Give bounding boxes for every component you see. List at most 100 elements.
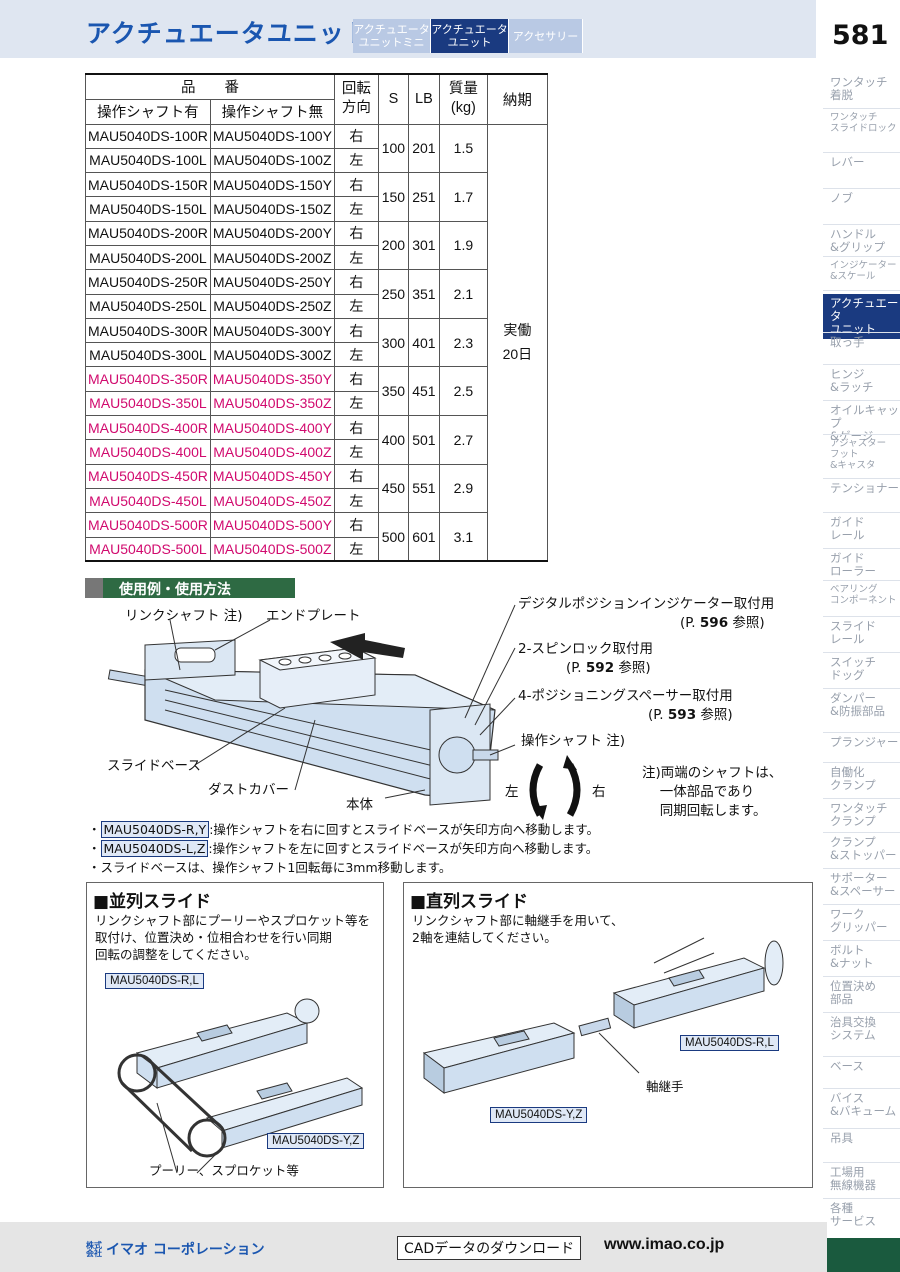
th-mass: 質量 (kg) (438, 73, 488, 125)
cell-rotation: 左 (333, 439, 379, 465)
sidebar-item-24[interactable]: ボルト &ナット (830, 943, 874, 970)
sidebar-item-13[interactable]: ガイド ローラー (830, 551, 876, 578)
sidebar-item-31[interactable]: 各種 サービス (830, 1201, 876, 1228)
tab-accessory[interactable]: アクセサリー (509, 19, 583, 53)
tab-actuator-mini[interactable]: アクチュエータ ユニットミニ (353, 19, 431, 53)
tab-actuator-unit[interactable]: アクチュエータ ユニット (431, 19, 509, 53)
cell-lb: 201 (407, 123, 440, 174)
sidebar-item-0[interactable]: ワンタッチ 着脱 (830, 75, 888, 102)
sidebar-item-12[interactable]: ガイド レール (830, 515, 865, 542)
cell-mass: 1.5 (438, 123, 488, 174)
sidebar-separator (823, 1012, 900, 1013)
sidebar-item-25[interactable]: 位置決め 部品 (830, 979, 876, 1006)
sidebar-item-30[interactable]: 工場用 無線機器 (830, 1165, 876, 1192)
shaft-note: 注)両端のシャフトは、 一体部品であり 同期回転します。 (642, 765, 783, 819)
label-left: 左 (505, 784, 519, 800)
sidebar-item-28[interactable]: バイス &バキューム (830, 1091, 897, 1118)
parallel-illustration (117, 998, 364, 1174)
sidebar-separator (823, 688, 900, 689)
cell-part-without-shaft: MAU5040DS-450Y (209, 463, 335, 489)
sidebar-item-1[interactable]: ワンタッチ スライドロック (830, 112, 897, 134)
sidebar-item-6[interactable]: アクチュエータ ユニット (823, 294, 900, 339)
cell-part-with-shaft: MAU5040DS-250R (85, 269, 211, 295)
cell-mass: 2.9 (438, 463, 488, 514)
actuator-illustration (107, 604, 581, 820)
sidebar-item-9[interactable]: オイルキャップ &ゲージ (830, 403, 899, 443)
cell-rotation: 左 (333, 390, 379, 417)
sidebar-item-2[interactable]: レバー (830, 155, 865, 169)
spec-table: 品 番 回転 方向 S LB 質量 (kg) 納期 操作シャフト有 操作シャフト… (85, 73, 548, 563)
sidebar-item-19[interactable]: 自働化 クランプ (830, 765, 876, 792)
sidebar-item-4[interactable]: ハンドル &グリップ (830, 227, 885, 254)
cell-lb: 351 (407, 269, 440, 319)
sidebar-item-3[interactable]: ノブ (830, 191, 853, 205)
cell-part-with-shaft: MAU5040DS-250L (85, 293, 211, 319)
cell-part-with-shaft: MAU5040DS-350R (85, 366, 211, 392)
sidebar-item-8[interactable]: ヒンジ &ラッチ (830, 367, 874, 394)
cad-download-link[interactable]: CADデータのダウンロード (397, 1236, 582, 1260)
cell-part-with-shaft: MAU5040DS-150L (85, 196, 211, 222)
cell-lb: 601 (407, 512, 440, 562)
cell-part-with-shaft: MAU5040DS-350L (85, 390, 211, 417)
cell-part-without-shaft: MAU5040DS-250Z (209, 293, 335, 319)
website-url[interactable]: www.imao.co.jp (604, 1236, 725, 1253)
sidebar-item-10[interactable]: アジャスター フット &キャスタ (830, 438, 887, 471)
th-with-shaft: 操作シャフト有 (85, 98, 211, 125)
sidebar-separator (823, 256, 900, 257)
sidebar-separator (823, 580, 900, 581)
cell-lb: 251 (407, 172, 440, 222)
cell-mass: 3.1 (438, 512, 488, 562)
sidebar-separator (823, 652, 900, 653)
panel-parallel-slide: ■並列スライド リンクシャフト部にプーリーやスプロケット等を 取付け、位置決め・… (86, 882, 384, 1188)
cell-rotation: 左 (333, 342, 379, 368)
cell-part-with-shaft: MAU5040DS-400R (85, 415, 211, 441)
sidebar-separator (823, 616, 900, 617)
sidebar-separator (823, 548, 900, 549)
sidebar-item-23[interactable]: ワーク グリッパー (830, 907, 888, 934)
cell-s: 500 (377, 512, 409, 562)
cell-part-without-shaft: MAU5040DS-250Y (209, 269, 335, 295)
tag-series-rl: MAU5040DS-R,L (680, 1035, 779, 1051)
sidebar-item-26[interactable]: 治具交換 システム (830, 1015, 876, 1042)
sidebar-item-16[interactable]: スイッチ ドッグ (830, 655, 876, 682)
sidebar-item-18[interactable]: プランジャー (830, 735, 899, 749)
sidebar-item-27[interactable]: ベース (830, 1059, 864, 1073)
sidebar-separator (823, 832, 900, 833)
label-slide-base: スライドベース (107, 758, 201, 774)
page-number: 581 (832, 20, 889, 51)
cell-part-with-shaft: MAU5040DS-450L (85, 487, 211, 514)
sidebar-item-15[interactable]: スライド レール (830, 619, 876, 646)
ref-spacer: (P. 593 参照) (648, 707, 733, 723)
ref-digital: (P. 596 参照) (680, 615, 765, 631)
sidebar-item-22[interactable]: サポーター &スペーサー (830, 871, 896, 898)
label-body: 本体 (346, 797, 373, 813)
sidebar-item-20[interactable]: ワンタッチ クランプ (830, 801, 888, 828)
sidebar-item-11[interactable]: テンショナー (830, 481, 899, 495)
sidebar-item-5[interactable]: インジケーター &スケール (830, 260, 897, 282)
sidebar-item-21[interactable]: クランプ &ストッパー (830, 835, 897, 862)
sidebar-item-7[interactable]: 取っ手 (830, 335, 865, 349)
sidebar-item-14[interactable]: ベアリング コンポーネント (830, 584, 897, 606)
sidebar-separator (823, 1128, 900, 1129)
ref-spin-lock: (P. 592 参照) (566, 660, 651, 676)
tag-parallel-rl: MAU5040DS-R,L (105, 973, 204, 989)
cell-part-without-shaft: MAU5040DS-400Z (209, 439, 335, 465)
cell-s: 150 (377, 172, 409, 222)
series-illustration (422, 937, 784, 1094)
sidebar-separator (823, 152, 900, 153)
tag-series-yz: MAU5040DS-Y,Z (490, 1107, 588, 1123)
cell-rotation: 右 (333, 366, 379, 392)
cell-s: 350 (377, 366, 409, 417)
cell-part-without-shaft: MAU5040DS-500Z (209, 536, 335, 562)
cell-part-without-shaft: MAU5040DS-500Y (209, 512, 335, 538)
cell-part-with-shaft: MAU5040DS-300R (85, 317, 211, 344)
sidebar-item-17[interactable]: ダンパー &防振部品 (830, 691, 885, 718)
cell-lb: 301 (407, 220, 440, 271)
sidebar-item-29[interactable]: 吊具 (830, 1131, 853, 1145)
sidebar-separator (823, 904, 900, 905)
cell-part-without-shaft: MAU5040DS-350Z (209, 390, 335, 417)
